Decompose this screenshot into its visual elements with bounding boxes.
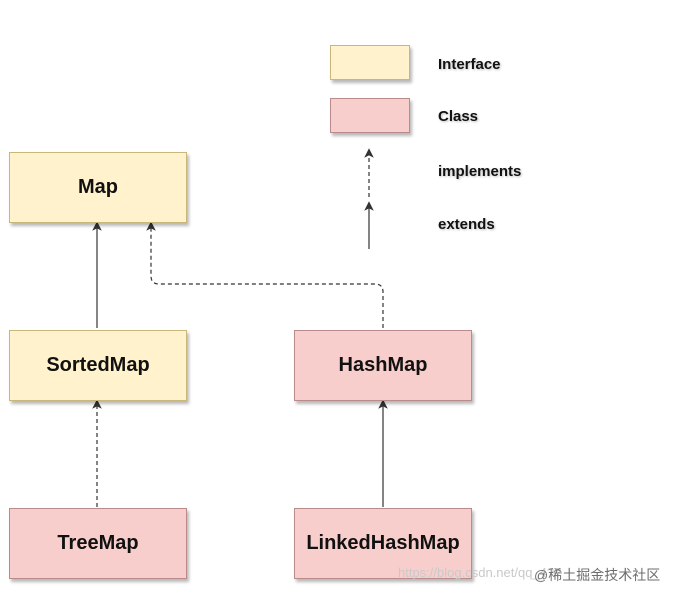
watermark-url: https://blog.csdn.net/qq_4??: [398, 565, 562, 580]
legend-class-swatch: [330, 98, 410, 133]
node-linkedhashmap: LinkedHashMap: [294, 508, 472, 579]
legend-interface-label: Interface: [438, 56, 501, 73]
legend-interface-swatch: [330, 45, 410, 80]
legend-extends-label: extends: [438, 216, 495, 233]
node-treemap: TreeMap: [9, 508, 187, 579]
edge-hashmap-implements-map: [146, 221, 384, 328]
node-hashmap: HashMap: [294, 330, 472, 401]
node-map: Map: [9, 152, 187, 223]
watermark-site: @稀土掘金技术社区: [534, 567, 661, 583]
node-sortedmap: SortedMap: [9, 330, 187, 401]
legend-implements-label: implements: [438, 163, 522, 180]
legend-class-label: Class: [438, 108, 479, 125]
